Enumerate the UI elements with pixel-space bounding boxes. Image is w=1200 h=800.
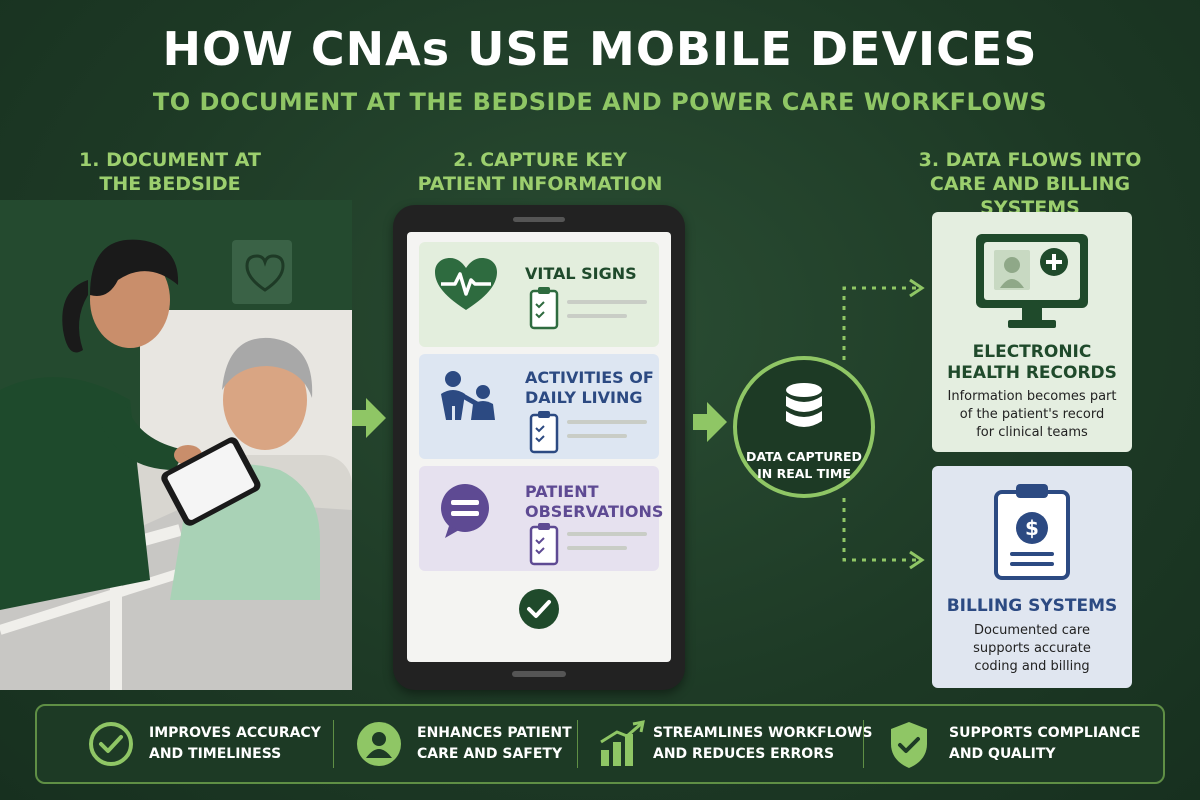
page-subtitle: TO DOCUMENT AT THE BEDSIDE AND POWER CAR… bbox=[152, 88, 1048, 116]
placeholder-lines bbox=[567, 532, 649, 560]
data-captured-hub: DATA CAPTURED IN REAL TIME bbox=[733, 356, 875, 498]
ehr-title: ELECTRONIC HEALTH RECORDS bbox=[947, 342, 1117, 383]
computer-monitor-icon bbox=[976, 234, 1088, 328]
billing-title: BILLING SYSTEMS bbox=[946, 596, 1118, 616]
ehr-panel: ELECTRONIC HEALTH RECORDS Information be… bbox=[932, 212, 1132, 452]
patient-avatar-icon bbox=[357, 722, 401, 766]
arrow-to-data-hub-icon bbox=[693, 402, 727, 442]
tablet-home-button[interactable] bbox=[512, 671, 566, 677]
benefit-patient-care: ENHANCES PATIENT CARE AND SAFETY bbox=[355, 706, 585, 782]
benefit-accuracy-text: IMPROVES ACCURACY AND TIMELINESS bbox=[149, 725, 321, 762]
ehr-description: Information becomes part of the patient'… bbox=[947, 389, 1117, 440]
tablet-device: VITAL SIGNS ACTIVITIES OF DAILY LIVING bbox=[393, 205, 685, 690]
benefit-workflows-text: STREAMLINES WORKFLOWS AND REDUCES ERRORS bbox=[653, 725, 873, 762]
card-vital-signs[interactable]: VITAL SIGNS bbox=[419, 242, 659, 347]
divider bbox=[577, 720, 578, 768]
clipboard-icon bbox=[529, 287, 559, 330]
data-captured-text: DATA CAPTURED IN REAL TIME bbox=[746, 449, 862, 481]
placeholder-lines bbox=[567, 300, 649, 328]
billing-panel: $ BILLING SYSTEMS Documented care suppor… bbox=[932, 466, 1132, 688]
step-1-heading: 1. DOCUMENT AT THE BEDSIDE bbox=[79, 149, 261, 195]
billing-clipboard-icon: $ bbox=[994, 484, 1070, 580]
clipboard-icon bbox=[529, 411, 559, 454]
step-2-heading: 2. CAPTURE KEY PATIENT INFORMATION bbox=[417, 149, 663, 195]
bedside-scene-illustration bbox=[0, 200, 352, 690]
growth-chart-icon bbox=[600, 720, 645, 766]
tablet-speaker bbox=[513, 217, 565, 222]
benefit-patient-care-text: ENHANCES PATIENT CARE AND SAFETY bbox=[417, 725, 572, 762]
database-icon bbox=[786, 383, 822, 427]
step-3-heading: 3. DATA FLOWS INTO CARE AND BILLING SYST… bbox=[918, 149, 1142, 219]
dotted-connectors bbox=[842, 278, 925, 570]
billing-description: Documented care supports accurate coding… bbox=[973, 623, 1091, 674]
card-vital-signs-label: VITAL SIGNS bbox=[525, 264, 637, 283]
submit-check-icon[interactable] bbox=[517, 587, 561, 631]
divider bbox=[863, 720, 864, 768]
shield-check-icon bbox=[891, 722, 927, 768]
divider bbox=[333, 720, 334, 768]
benefit-accuracy: IMPROVES ACCURACY AND TIMELINESS bbox=[87, 706, 321, 782]
placeholder-lines bbox=[567, 420, 649, 448]
svg-text:$: $ bbox=[1025, 516, 1039, 540]
benefits-bar: IMPROVES ACCURACY AND TIMELINESS ENHANCE… bbox=[35, 704, 1165, 784]
heart-rate-icon bbox=[435, 258, 497, 310]
caregiver-assist-icon bbox=[441, 371, 495, 420]
page-title: HOW CNAs USE MOBILE DEVICES bbox=[162, 22, 1038, 76]
benefit-workflows: STREAMLINES WORKFLOWS AND REDUCES ERRORS bbox=[597, 706, 877, 782]
card-observations-label: PATIENT OBSERVATIONS bbox=[525, 482, 664, 521]
benefit-compliance: SUPPORTS COMPLIANCE AND QUALITY bbox=[887, 706, 1147, 782]
card-patient-observations[interactable]: PATIENT OBSERVATIONS bbox=[419, 466, 663, 571]
card-adl-label: ACTIVITIES OF DAILY LIVING bbox=[525, 368, 654, 407]
tablet-screen: VITAL SIGNS ACTIVITIES OF DAILY LIVING bbox=[407, 232, 671, 662]
benefit-compliance-text: SUPPORTS COMPLIANCE AND QUALITY bbox=[949, 725, 1141, 762]
card-activities-of-daily-living[interactable]: ACTIVITIES OF DAILY LIVING bbox=[419, 354, 659, 459]
arrow-to-tablet-icon bbox=[352, 398, 386, 438]
clipboard-icon bbox=[529, 523, 559, 566]
chat-bubble-icon bbox=[441, 484, 489, 538]
check-circle-icon bbox=[89, 722, 133, 766]
